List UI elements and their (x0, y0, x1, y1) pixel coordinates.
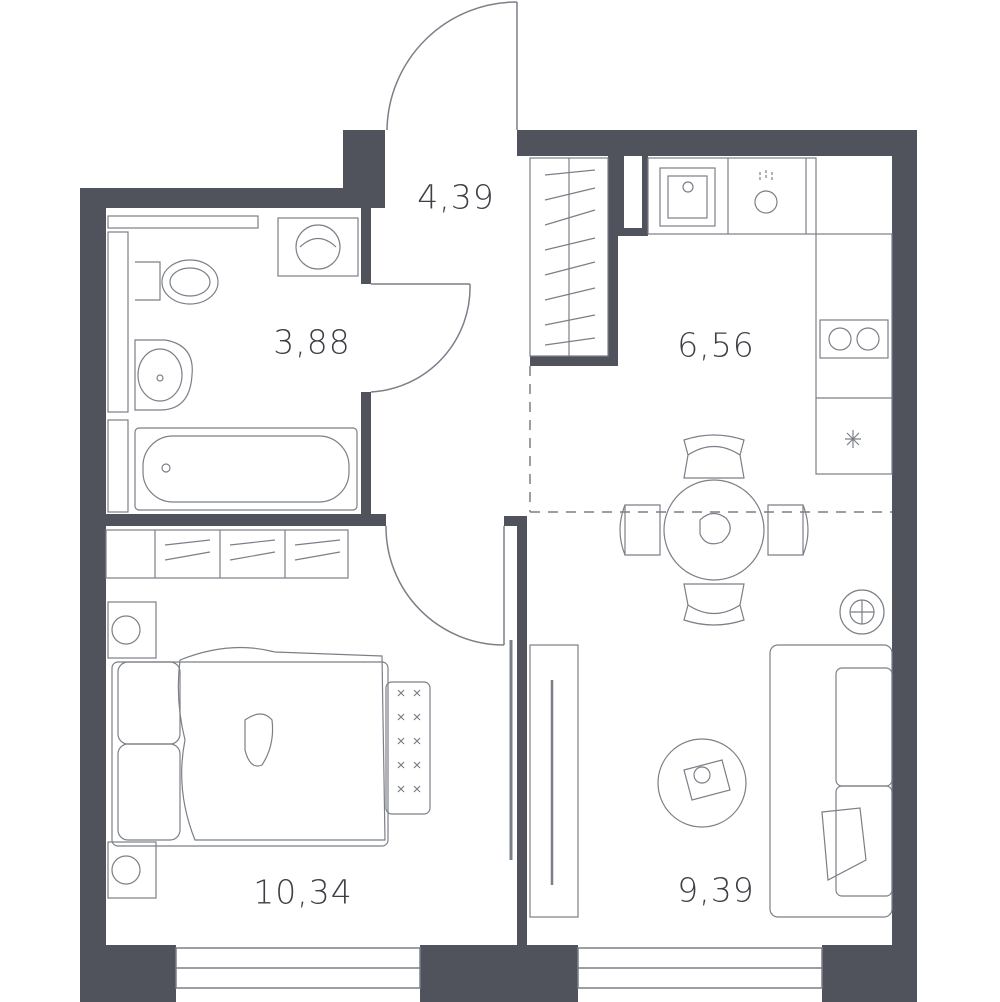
kitchen-area-label: 6,56 (677, 325, 755, 365)
bathroom-fixtures (107, 215, 359, 513)
kitchen-fixtures (647, 157, 893, 475)
dining-table (619, 434, 809, 626)
doors (370, 1, 518, 860)
zone-dividers (529, 366, 892, 513)
windows (175, 947, 823, 989)
bathroom-area-label: 3,88 (273, 322, 351, 362)
living-area-label: 9,39 (677, 870, 755, 910)
living-furniture (529, 589, 893, 918)
bedroom-area-label: 10,34 (253, 872, 353, 912)
hall-area-label: 4,39 (417, 177, 495, 217)
walls (80, 130, 917, 1002)
bedroom-furniture (105, 529, 431, 899)
wardrobe (529, 157, 609, 357)
